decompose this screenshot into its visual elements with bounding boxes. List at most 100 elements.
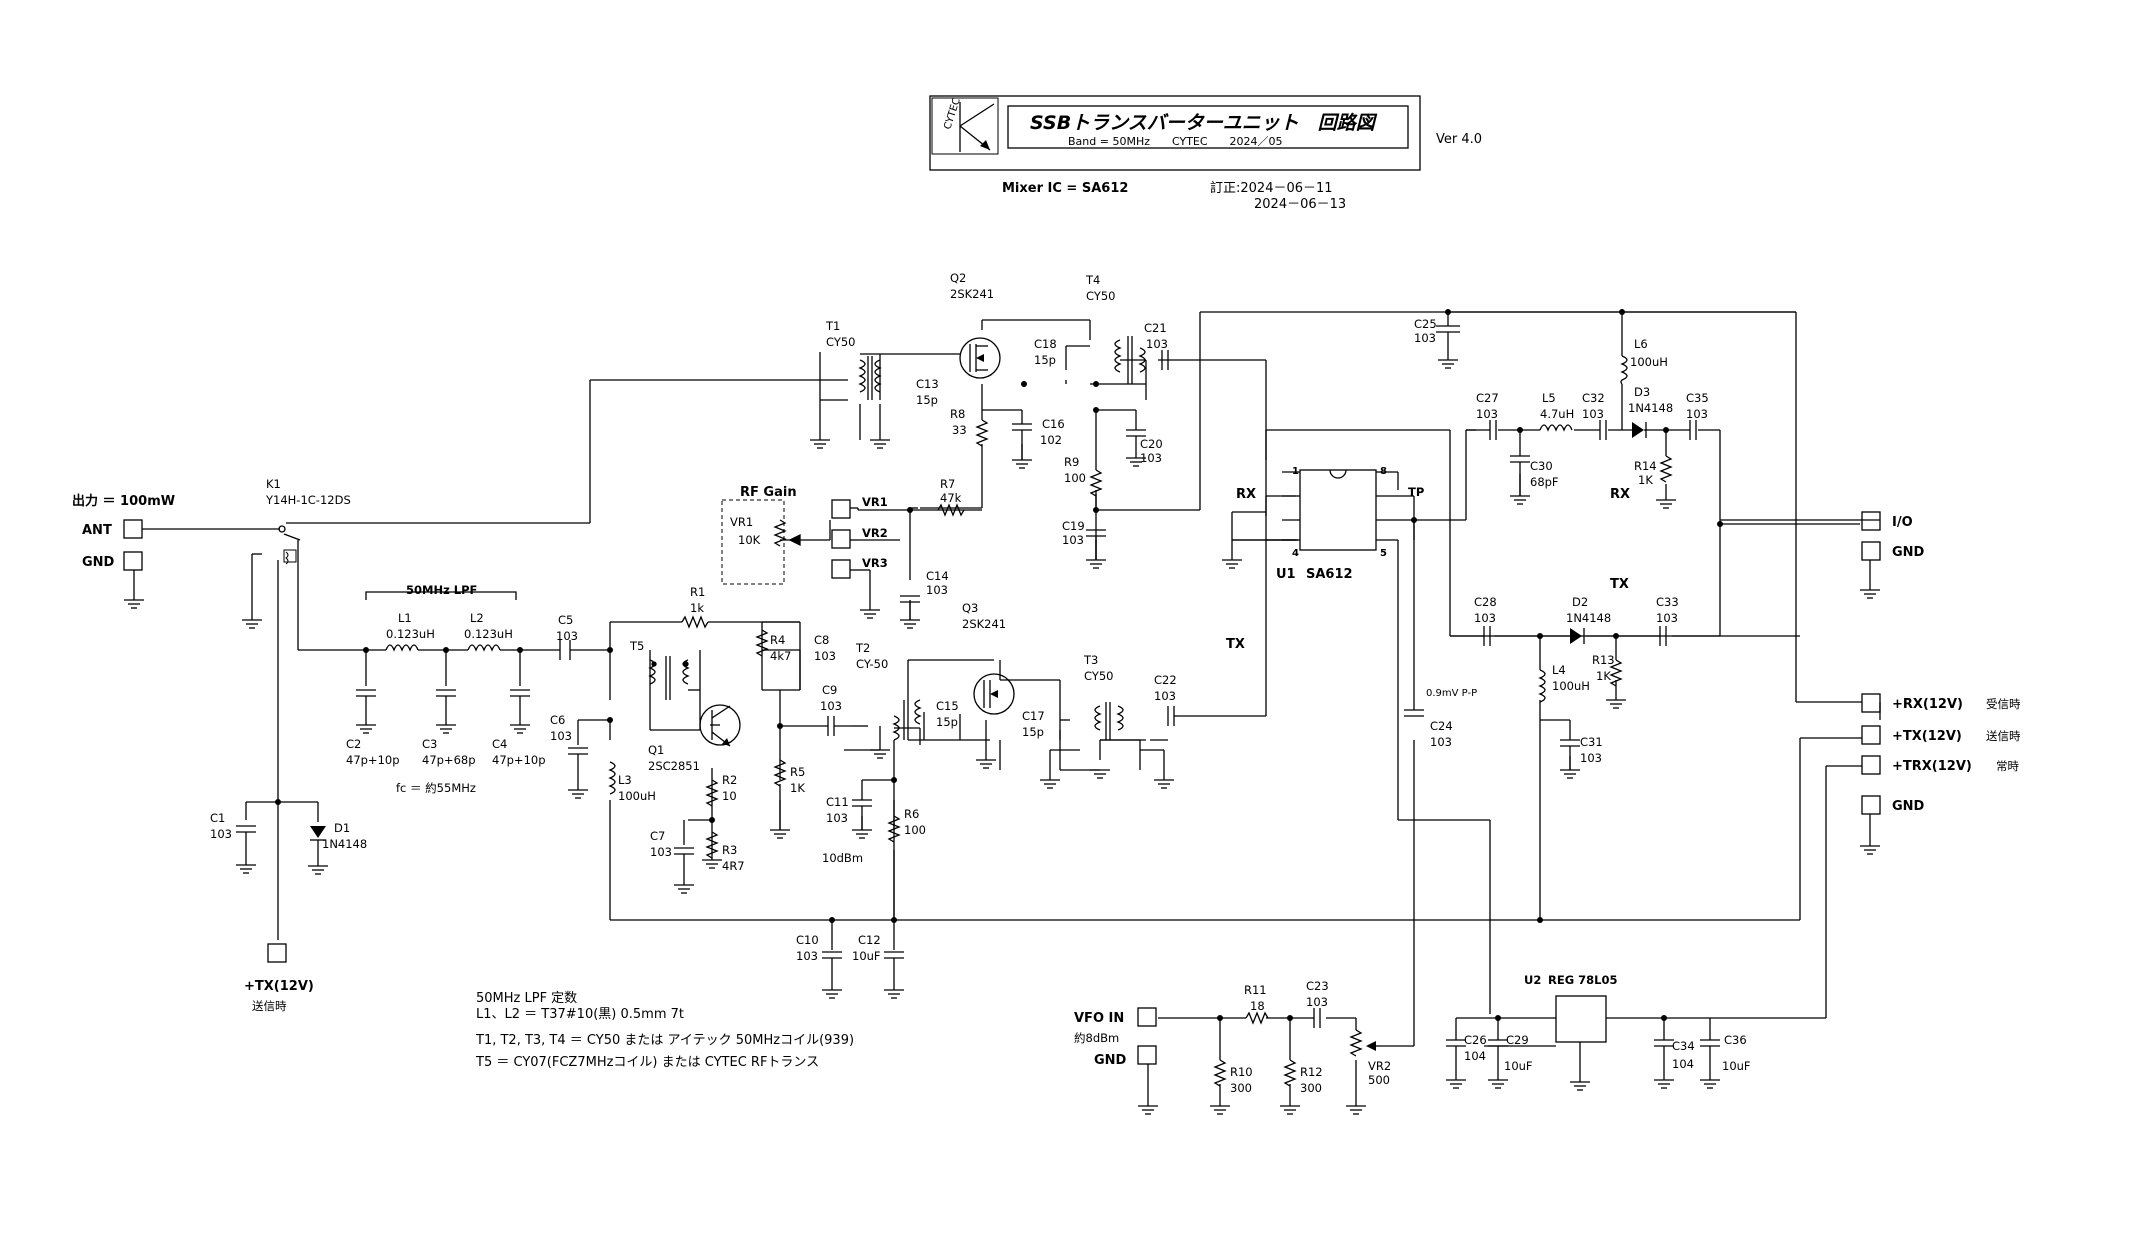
- c23-label: C23: [1306, 979, 1329, 993]
- rx-right-label: RX: [1610, 487, 1630, 502]
- r13-label: R13: [1592, 653, 1615, 667]
- c32v-label: 103: [1582, 407, 1604, 421]
- c36-label: C36: [1724, 1033, 1747, 1047]
- c12v-label: 10uF: [852, 949, 881, 963]
- r8-label: R8: [950, 407, 965, 421]
- t5-label: T5: [629, 639, 644, 653]
- gnd-right2-label: GND: [1892, 799, 1925, 814]
- ground-symbol: [1654, 1079, 1674, 1089]
- ground-symbol: [308, 865, 328, 875]
- rf-gain-box: [721, 499, 785, 585]
- c33-label: C33: [1656, 595, 1679, 609]
- l1-label: L1: [398, 611, 412, 625]
- l4-label: L4: [1552, 663, 1566, 677]
- q1-label: Q1: [648, 743, 664, 757]
- c14-label: C14: [926, 569, 949, 583]
- t4-label: T4: [1085, 273, 1100, 287]
- port-labels: 出力 ＝ 100mW ANT GND +TX(12V) 送信時 VR1 VR2 …: [72, 493, 2021, 1068]
- t2v-label: CY-50: [856, 657, 888, 671]
- gnd-left-label: GND: [82, 555, 115, 570]
- c17-label: C17: [1022, 709, 1045, 723]
- r11-label: R11: [1244, 983, 1267, 997]
- l2v-label: 0.123uH: [464, 627, 513, 641]
- c29-label: C29: [1506, 1033, 1529, 1047]
- r10v-label: 300: [1230, 1081, 1252, 1095]
- c10v-label: 103: [796, 949, 818, 963]
- trx12-note: 常時: [1996, 759, 2019, 773]
- level-label: 10dBm: [822, 851, 863, 865]
- c24-label: C24: [1430, 719, 1453, 733]
- ground-symbol: [1446, 1079, 1466, 1089]
- rfgain-label: RF Gain: [740, 485, 797, 500]
- io-label: I/O: [1892, 515, 1913, 530]
- ground-symbol: [852, 829, 872, 839]
- c14v-label: 103: [926, 583, 948, 597]
- r9-label: R9: [1064, 455, 1079, 469]
- q1v-label: 2SC2851: [648, 759, 700, 773]
- tx-right-label: TX: [1610, 577, 1629, 592]
- rx12-note: 受信時: [1986, 697, 2021, 711]
- r1v-label: 1k: [690, 601, 704, 615]
- u2-label: U2: [1524, 973, 1541, 987]
- inductor-l4: [1538, 669, 1546, 703]
- r5-label: R5: [790, 765, 805, 779]
- ground-symbol: [870, 439, 890, 449]
- c4-label: C4: [492, 737, 507, 751]
- ground-symbol: [1860, 845, 1880, 855]
- inductor-l3: [608, 761, 616, 795]
- capacitor-symbols: [236, 325, 1720, 1080]
- ground-symbol: [1280, 1105, 1300, 1115]
- c13-label: C13: [916, 377, 939, 391]
- l4v-label: 100uH: [1552, 679, 1590, 693]
- transformer-t5: [648, 656, 690, 700]
- vfo-note: 約8dBm: [1074, 1031, 1119, 1045]
- c16v-label: 102: [1040, 433, 1062, 447]
- ground-symbol: [1154, 779, 1174, 789]
- note-lpf-coils: L1、L2 ＝ T37#10(黒) 0.5mm 7t: [476, 1007, 684, 1022]
- ground-symbol: [976, 759, 996, 769]
- ground-symbol: [1606, 699, 1626, 709]
- t1-label: T1: [825, 319, 840, 333]
- ground-symbol: [1656, 499, 1676, 509]
- ground-symbol: [436, 724, 456, 734]
- r6v-label: 100: [904, 823, 926, 837]
- c3-label: C3: [422, 737, 437, 751]
- t2-label: T2: [855, 641, 870, 655]
- c9-label: C9: [822, 683, 837, 697]
- c28-label: C28: [1474, 595, 1497, 609]
- c10-label: C10: [796, 933, 819, 947]
- note-transformers: T1, T2, T3, T4 ＝ CY50 または アイテック 50MHzコイル…: [475, 1033, 854, 1048]
- ant-label: ANT: [82, 523, 112, 538]
- ground-symbol: [242, 619, 262, 629]
- r4v-label: 4k7: [770, 649, 791, 663]
- relay-k1: [278, 525, 301, 565]
- c11v-label: 103: [826, 811, 848, 825]
- q3-label: Q3: [962, 601, 978, 615]
- t3-label: T3: [1083, 653, 1098, 667]
- junction-dots: [275, 309, 1723, 1021]
- pin4-label: 4: [1292, 548, 1299, 559]
- mixer-note: Mixer IC = SA612: [1002, 181, 1128, 196]
- c33v-label: 103: [1656, 611, 1678, 625]
- ground-symbol: [900, 619, 920, 629]
- ground-symbol: [1222, 559, 1242, 569]
- c25v-label: 103: [1414, 331, 1436, 345]
- vr2-potentiometer: [1366, 1041, 1376, 1051]
- ground-symbol: [236, 864, 256, 874]
- cytec-logo: CYTEC: [931, 97, 999, 155]
- ic-u1-sa612: [1265, 469, 1377, 551]
- k1-val-label: Y14H-1C-12DS: [265, 493, 351, 507]
- c7v-label: 103: [650, 845, 672, 859]
- ground-symbol: [1860, 589, 1880, 599]
- wiring: [142, 310, 1881, 1106]
- d3v-label: 1N4148: [1628, 401, 1673, 415]
- ground-symbol: [1560, 769, 1580, 779]
- diagram-subtitle: Band = 50MHz CYTEC 2024／05: [1068, 135, 1283, 148]
- r14v-label: 1K: [1638, 473, 1653, 487]
- c27v-label: 103: [1476, 407, 1498, 421]
- c23v-label: 103: [1306, 995, 1328, 1009]
- c27-label: C27: [1476, 391, 1499, 405]
- c4v-label: 47p+10p: [492, 753, 546, 767]
- rx12-label: +RX(12V): [1892, 697, 1963, 712]
- c15v-label: 15p: [936, 715, 958, 729]
